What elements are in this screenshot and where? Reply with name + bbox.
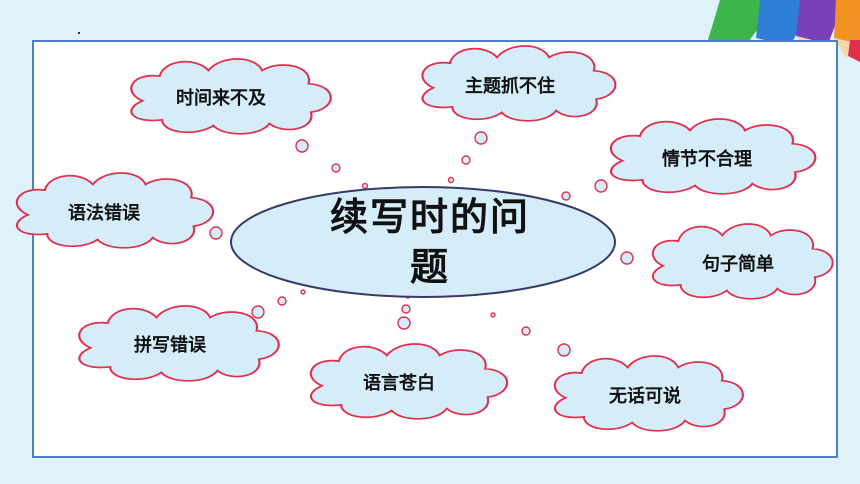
- thought-bubble: [521, 326, 531, 336]
- thought-bubble: [594, 179, 608, 193]
- thought-bubble: [277, 296, 287, 306]
- small-dot: [78, 32, 80, 34]
- thought-bubble: [295, 139, 309, 153]
- thought-bubble: [331, 163, 341, 173]
- thought-bubble: [474, 131, 488, 145]
- thought-bubble: [401, 304, 411, 314]
- thought-bubble: [447, 176, 455, 184]
- cloud-label-plot: 情节不合理: [662, 149, 752, 170]
- thought-bubble: [397, 316, 411, 330]
- thought-bubble: [209, 226, 223, 240]
- center-ellipse: [230, 186, 616, 298]
- cloud-label-sentence: 句子简单: [702, 254, 774, 275]
- cloud-label-language: 语言苍白: [363, 373, 435, 394]
- cloud-label-grammar: 语法错误: [68, 203, 140, 224]
- cloud-label-nothing: 无话可说: [609, 386, 681, 407]
- thought-bubble: [361, 182, 369, 190]
- thought-bubble: [461, 155, 471, 165]
- cloud-label-spelling: 拼写错误: [134, 335, 206, 356]
- thought-bubble: [561, 191, 571, 201]
- thought-bubble: [620, 251, 634, 265]
- center-title: 续写时的问题: [330, 195, 531, 289]
- cloud-label-time: 时间来不及: [176, 88, 266, 109]
- thought-bubble: [300, 289, 306, 295]
- thought-bubble: [490, 312, 496, 318]
- cloud-label-theme: 主题抓不住: [465, 76, 555, 97]
- pencil-red: [848, 40, 860, 62]
- thought-bubble: [557, 343, 571, 357]
- thought-bubble: [251, 305, 265, 319]
